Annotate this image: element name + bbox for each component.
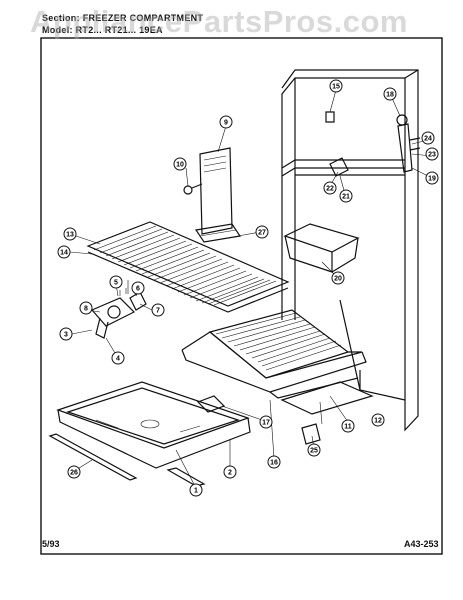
ice-tray — [283, 223, 360, 273]
svg-text:25: 25 — [310, 448, 318, 455]
svg-text:17: 17 — [262, 420, 270, 427]
svg-text:11: 11 — [344, 424, 352, 431]
svg-text:16: 16 — [270, 460, 278, 467]
callout-26: 26 — [67, 465, 81, 479]
svg-text:19: 19 — [428, 176, 436, 183]
callout-27: 27 — [255, 225, 269, 239]
callout-9: 9 — [219, 115, 233, 129]
model-line: Model: RT2... RT21... 19EA — [42, 25, 163, 35]
svg-text:20: 20 — [334, 276, 342, 283]
callout-8: 8 — [79, 301, 93, 315]
svg-text:10: 10 — [176, 162, 184, 169]
svg-text:12: 12 — [374, 418, 382, 425]
callout-18: 18 — [383, 87, 397, 101]
callout-14: 14 — [57, 245, 71, 259]
svg-text:5: 5 — [114, 280, 118, 287]
svg-text:14: 14 — [60, 250, 68, 257]
footer-code: A43-253 — [404, 539, 439, 549]
callout-1: 1 — [189, 483, 203, 497]
svg-text:15: 15 — [332, 84, 340, 91]
svg-text:2: 2 — [228, 470, 232, 477]
callout-20: 20 — [331, 271, 345, 285]
svg-text:13: 13 — [66, 232, 74, 239]
bottom-tray — [56, 381, 251, 469]
svg-text:27: 27 — [258, 230, 266, 237]
svg-text:8: 8 — [84, 306, 88, 313]
callout-23: 23 — [425, 147, 439, 161]
callout-5: 5 — [109, 275, 123, 289]
leader-lines — [69, 89, 433, 489]
callout-25: 25 — [307, 443, 321, 457]
trim-strips — [48, 433, 206, 487]
callout-6: 6 — [131, 281, 145, 295]
wire-shelf — [86, 221, 290, 313]
hinge-hardware — [325, 111, 421, 177]
control-assembly — [91, 288, 147, 339]
svg-text:26: 26 — [70, 470, 78, 477]
callout-12: 12 — [371, 413, 385, 427]
svg-text:6: 6 — [136, 286, 140, 293]
svg-text:3: 3 — [64, 332, 68, 339]
footer-date: 5/93 — [42, 539, 60, 549]
callout-10: 10 — [173, 157, 187, 171]
air-duct-cover — [194, 147, 242, 243]
callout-17: 17 — [259, 415, 273, 429]
svg-text:7: 7 — [156, 308, 160, 315]
screw — [183, 183, 203, 195]
callout-21: 21 — [339, 189, 353, 203]
watermark: AppliancePartsPros.com — [30, 4, 408, 39]
callout-16: 16 — [267, 455, 281, 469]
callout-15: 15 — [329, 79, 343, 93]
svg-text:1: 1 — [194, 488, 198, 495]
diagram-frame — [40, 37, 443, 555]
cabinet-outline — [281, 69, 419, 432]
svg-text:24: 24 — [424, 136, 432, 143]
svg-text:22: 22 — [326, 186, 334, 193]
callout-7: 7 — [151, 303, 165, 317]
callout-13: 13 — [63, 227, 77, 241]
callout-3: 3 — [59, 327, 73, 341]
svg-text:4: 4 — [116, 356, 120, 363]
glass-shelf — [181, 309, 374, 415]
callout-4: 4 — [111, 351, 125, 365]
callout-22: 22 — [323, 181, 337, 195]
svg-text:21: 21 — [342, 194, 350, 201]
small-parts — [196, 395, 321, 445]
callout-2: 2 — [223, 465, 237, 479]
callout-19: 19 — [425, 171, 439, 185]
svg-text:18: 18 — [386, 92, 394, 99]
svg-text:9: 9 — [224, 120, 228, 127]
svg-text:23: 23 — [428, 152, 436, 159]
callout-24: 24 — [421, 131, 435, 145]
section-title: Section: FREEZER COMPARTMENT — [42, 13, 204, 23]
callout-11: 11 — [341, 419, 355, 433]
